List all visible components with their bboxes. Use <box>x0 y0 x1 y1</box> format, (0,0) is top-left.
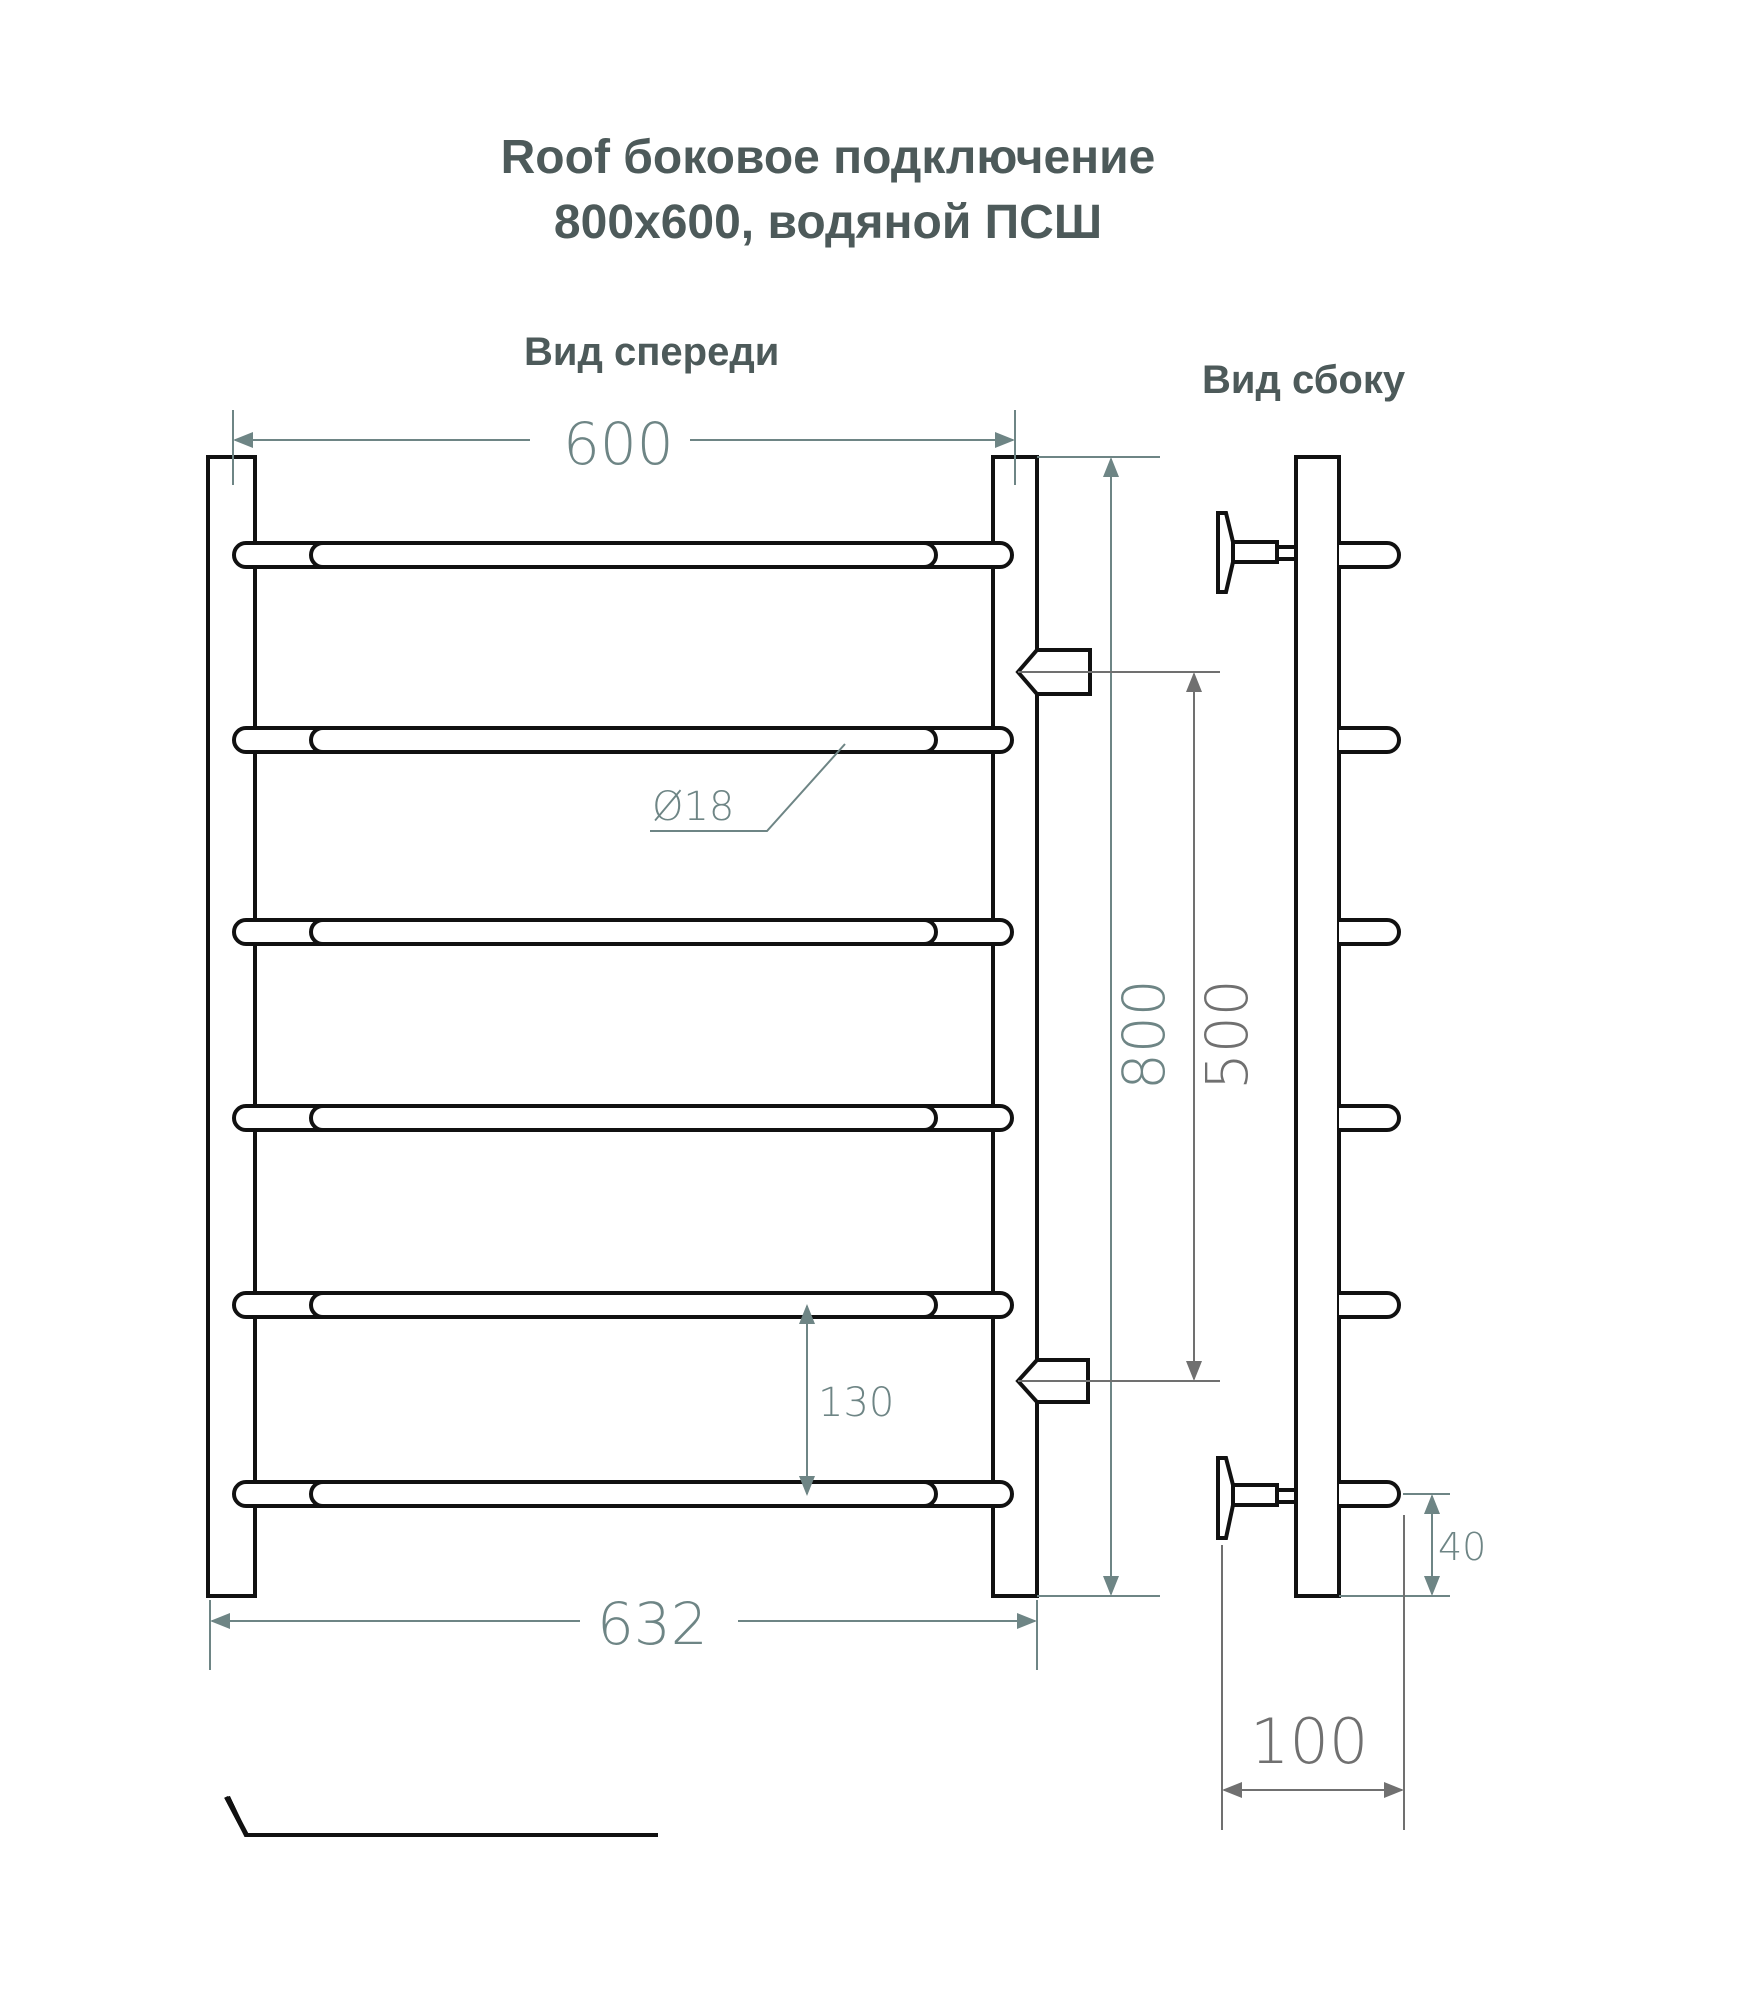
front-view-label: Вид спереди <box>524 330 780 374</box>
top-view <box>224 1796 658 1837</box>
dim-130-label: 130 <box>818 1380 895 1426</box>
dim-500-label: 500 <box>1193 979 1261 1090</box>
crossbar-4 <box>232 1104 1014 1132</box>
dim-100-label: 100 <box>1250 1705 1369 1778</box>
dim-632-label: 632 <box>597 1590 708 1658</box>
crossbar-1 <box>232 541 1014 569</box>
crossbar-3 <box>232 918 1014 946</box>
title-line-1: Roof боковое подключение <box>500 131 1156 184</box>
left-rail <box>206 455 257 1598</box>
front-view <box>206 455 1092 1598</box>
side-stub-2 <box>1339 726 1401 754</box>
crossbars <box>232 541 1014 1508</box>
side-stub-1 <box>1339 541 1401 569</box>
dim-40-label: 40 <box>1438 1525 1487 1569</box>
crossbar-6 <box>232 1480 1014 1508</box>
dim-d18-label: Ø18 <box>652 784 735 830</box>
leader-d18 <box>650 743 846 832</box>
side-stub-6 <box>1339 1480 1401 1508</box>
valve-top-icon <box>1216 511 1298 594</box>
dim-800-label: 800 <box>1110 979 1178 1090</box>
right-rail <box>991 455 1039 1598</box>
side-stub-5 <box>1339 1291 1401 1319</box>
dim-600-label: 600 <box>563 410 674 478</box>
crossbar-2 <box>232 726 1014 754</box>
side-view <box>1216 455 1401 1598</box>
side-stub-3 <box>1339 918 1401 946</box>
side-rail <box>1294 455 1341 1598</box>
side-stub-4 <box>1339 1104 1401 1132</box>
crossbar-5 <box>232 1291 1014 1319</box>
side-view-label: Вид сбоку <box>1202 358 1406 402</box>
title-line-2: 800x600, водяной ПСШ <box>553 196 1103 249</box>
valve-bottom-icon <box>1216 1456 1298 1540</box>
